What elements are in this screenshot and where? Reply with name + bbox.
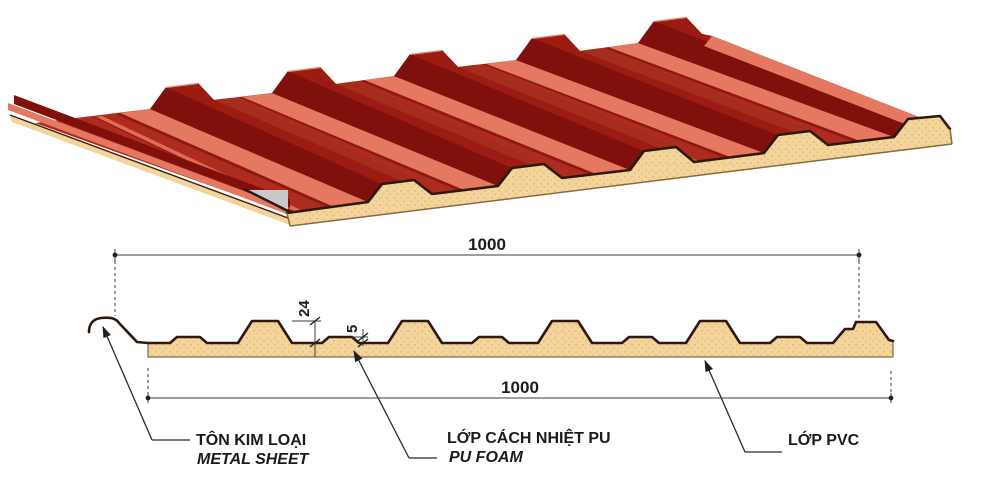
dim-rib-height-value: 24 — [296, 300, 313, 317]
dim-bottom-width-value: 1000 — [501, 378, 539, 397]
dim-top-width-value: 1000 — [468, 235, 506, 254]
dimension-rib-height: 24 — [292, 300, 321, 357]
pan-highlight-bands — [120, 43, 894, 207]
label-metal-sheet-vi: TÔN KIM LOẠI — [196, 430, 306, 449]
label-pvc-vi: LỚP PVC — [788, 430, 860, 449]
cross-section-view — [87, 316, 895, 358]
rib-band — [150, 83, 432, 202]
lip-front-line — [243, 187, 291, 214]
panel-3d-view — [8, 17, 953, 227]
metal-foam-boundary — [285, 114, 952, 215]
callout-pu-foam: LỚP CÁCH NHIỆT PU PU FOAM — [353, 349, 611, 466]
dimension-stiffener-height: 5 — [344, 325, 369, 348]
dim-stiffener-height-value: 5 — [344, 325, 361, 333]
foam-bottom-edge — [289, 143, 953, 227]
dimension-bottom-width: 1000 — [145, 368, 894, 403]
foam-left-corner — [286, 212, 291, 227]
section-foam-texture — [148, 321, 893, 357]
panel-top-surface — [35, 17, 952, 213]
right-edge-highlight — [704, 36, 952, 140]
section-metal-sheet-profile — [87, 316, 895, 345]
label-pu-foam-vi: LỚP CÁCH NHIỆT PU — [447, 428, 611, 447]
pan-shadow-lines — [116, 47, 860, 208]
foam-right-corner — [949, 128, 953, 145]
rib-band — [394, 50, 694, 170]
left-edge-line — [9, 114, 289, 219]
callout-metal-sheet: TÔN KIM LOẠI METAL SHEET — [102, 325, 310, 468]
foam-front-face-texture — [287, 116, 952, 226]
label-pu-foam-en: PU FOAM — [449, 449, 523, 466]
foam-left-edge — [10, 115, 290, 225]
label-metal-sheet-en: METAL SHEET — [197, 451, 310, 468]
dimension-top-width: 1000 — [112, 235, 862, 318]
rib-band — [272, 67, 562, 186]
overlap-lip — [8, 95, 290, 214]
callout-pvc: LỚP PVC — [704, 359, 860, 453]
rib-band — [516, 34, 828, 153]
